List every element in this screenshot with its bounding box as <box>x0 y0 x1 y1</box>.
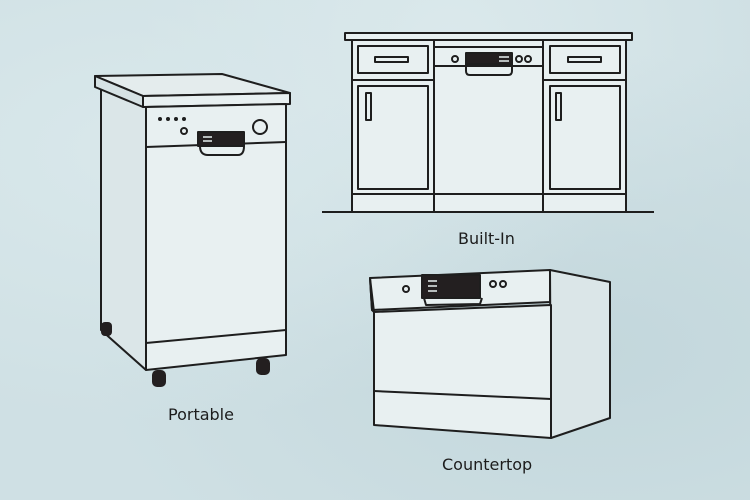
label-portable: Portable <box>168 405 234 424</box>
control-panel-icon <box>197 131 245 147</box>
built-in-dishwasher <box>322 32 654 213</box>
countertop-dishwasher <box>369 269 611 439</box>
indicator-lights-icon <box>158 117 186 121</box>
label-countertop: Countertop <box>442 455 533 474</box>
wheel-icon <box>101 322 270 387</box>
portable-dishwasher <box>94 73 291 387</box>
button-icon <box>180 127 188 135</box>
label-built-in: Built-In <box>458 229 515 248</box>
control-panel-icon <box>465 52 513 65</box>
knob-icon <box>252 119 268 135</box>
